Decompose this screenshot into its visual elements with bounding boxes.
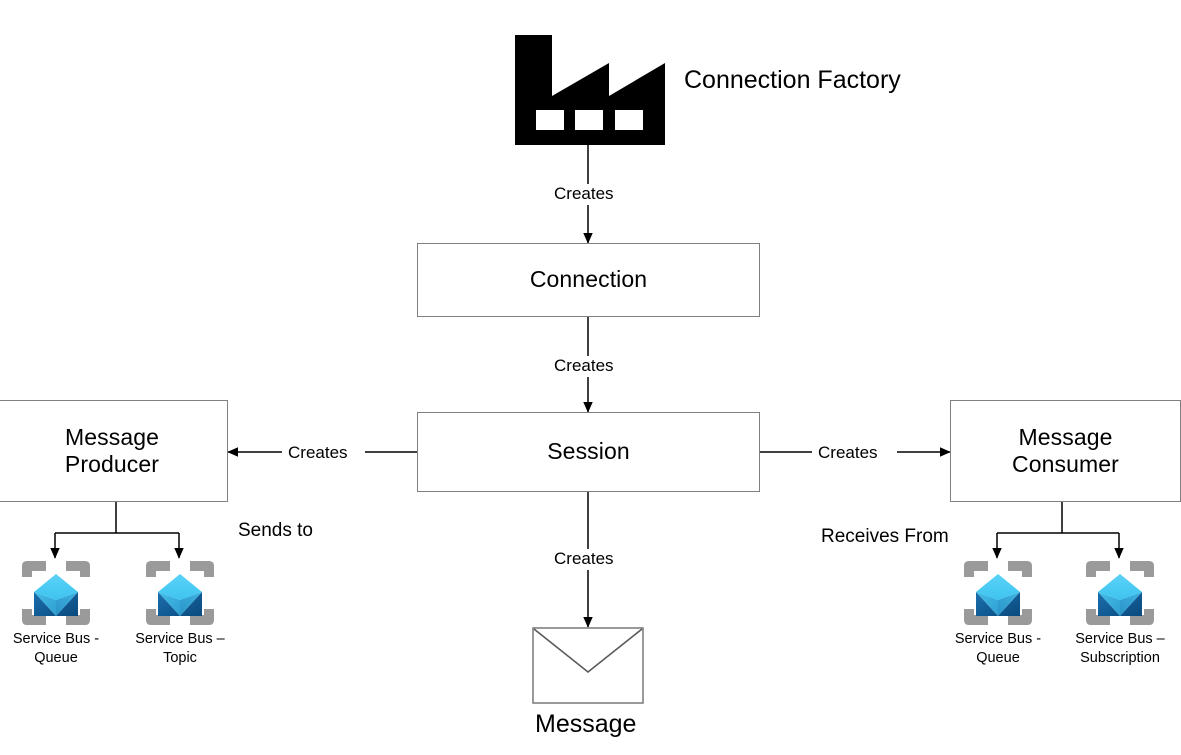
caption-consumer-queue: Service Bus - Queue xyxy=(954,631,1042,667)
service-bus-queue-icon-consumer xyxy=(964,561,1032,625)
label-sends-to: Sends to xyxy=(238,520,313,541)
service-bus-topic-icon xyxy=(146,561,214,625)
caption-consumer-subscription: Service Bus – Subscription xyxy=(1075,631,1165,667)
edge-label-session-message: Creates xyxy=(550,550,618,567)
edge-label-session-producer: Creates xyxy=(284,444,352,461)
envelope-icon xyxy=(532,627,644,704)
edge-label-factory-connection: Creates xyxy=(550,185,618,202)
connection-factory-label: Connection Factory xyxy=(684,66,901,94)
caption-producer-queue: Service Bus - Queue xyxy=(12,631,100,667)
message-label: Message xyxy=(535,710,637,738)
node-connection-label: Connection xyxy=(529,266,648,293)
node-session-label: Session xyxy=(547,438,630,465)
node-message-producer[interactable]: Message Producer xyxy=(0,400,228,502)
edge-producer-destinations xyxy=(50,502,184,559)
edge-label-connection-session: Creates xyxy=(550,357,618,374)
edge-consumer-destinations xyxy=(992,502,1124,559)
service-bus-queue-icon xyxy=(22,561,90,625)
caption-producer-topic: Service Bus – Topic xyxy=(135,631,225,667)
node-message-producer-label: Message Producer xyxy=(64,423,160,477)
node-connection[interactable]: Connection xyxy=(417,243,760,317)
service-bus-subscription-icon xyxy=(1086,561,1154,625)
edge-label-session-consumer: Creates xyxy=(814,444,882,461)
node-message-consumer-label: Message Consumer xyxy=(1012,423,1119,477)
factory-icon xyxy=(515,35,665,145)
label-receives-from: Receives From xyxy=(821,526,949,547)
node-session[interactable]: Session xyxy=(417,412,760,492)
node-message-consumer[interactable]: Message Consumer xyxy=(950,400,1181,502)
